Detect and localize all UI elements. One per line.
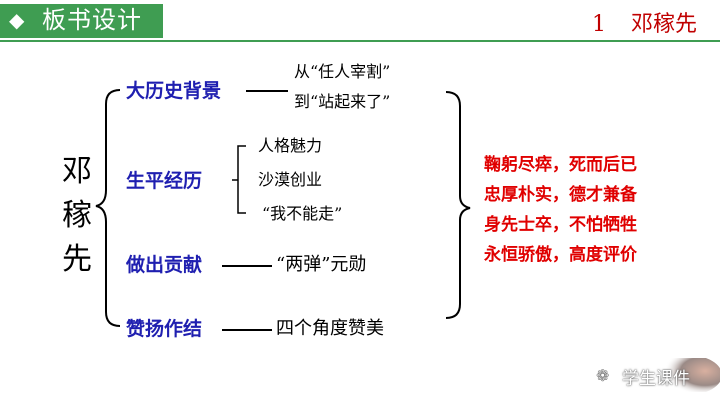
- summary-line: 永恒骄傲，高度评价: [484, 245, 637, 265]
- topic-conclusion-dash: [222, 329, 272, 331]
- summary-line: 身先士卒，不怕牺牲: [484, 215, 637, 235]
- topic-contribution: 做出贡献: [126, 254, 203, 276]
- lesson-number: 1: [592, 12, 606, 37]
- summary-line: 鞠躬尽瘁，死而后已: [484, 155, 637, 175]
- life-item-3: “我不能走”: [262, 204, 343, 223]
- header-divider: [0, 40, 720, 42]
- life-item-2: 沙漠创业: [258, 170, 323, 189]
- topic-background-dash: [246, 90, 288, 92]
- left-brace: [95, 89, 121, 327]
- side-title-char: 邓: [62, 154, 92, 189]
- life-item-1: 人格魅力: [258, 136, 323, 155]
- wechat-icon: ❁: [596, 366, 610, 385]
- side-title-char: 先: [62, 242, 92, 277]
- right-brace: [445, 91, 471, 319]
- side-title-char: 稼: [62, 198, 92, 233]
- background-line-2: 到“站起来了”: [294, 92, 391, 111]
- summary-line: 忠厚朴实，德才兼备: [484, 185, 637, 205]
- conclusion-text: 四个角度赞美: [276, 318, 384, 339]
- topic-contribution-dash: [222, 265, 272, 267]
- watermark-badge: [654, 358, 720, 392]
- header-bar: [0, 4, 163, 38]
- contribution-text: “两弹”元勋: [276, 254, 367, 275]
- topic-background: 大历史背景: [126, 80, 222, 102]
- diamond-icon: ◆: [9, 8, 25, 32]
- page-title: 板书设计: [42, 6, 142, 34]
- summary-list: 鞠躬尽瘁，死而后已 忠厚朴实，德才兼备 身先士卒，不怕牺牲 永恒骄傲，高度评价: [484, 150, 714, 270]
- lesson-title-vertical: 邓 稼 先: [60, 150, 94, 282]
- background-line-1: 从“任人宰割”: [294, 62, 391, 81]
- topic-life: 生平经历: [126, 170, 203, 192]
- topic-conclusion: 赞扬作结: [126, 318, 203, 340]
- watermark-text: 学生课件: [622, 369, 690, 389]
- life-sub-bracket: [232, 145, 246, 214]
- lesson-name: 邓稼先: [631, 12, 698, 37]
